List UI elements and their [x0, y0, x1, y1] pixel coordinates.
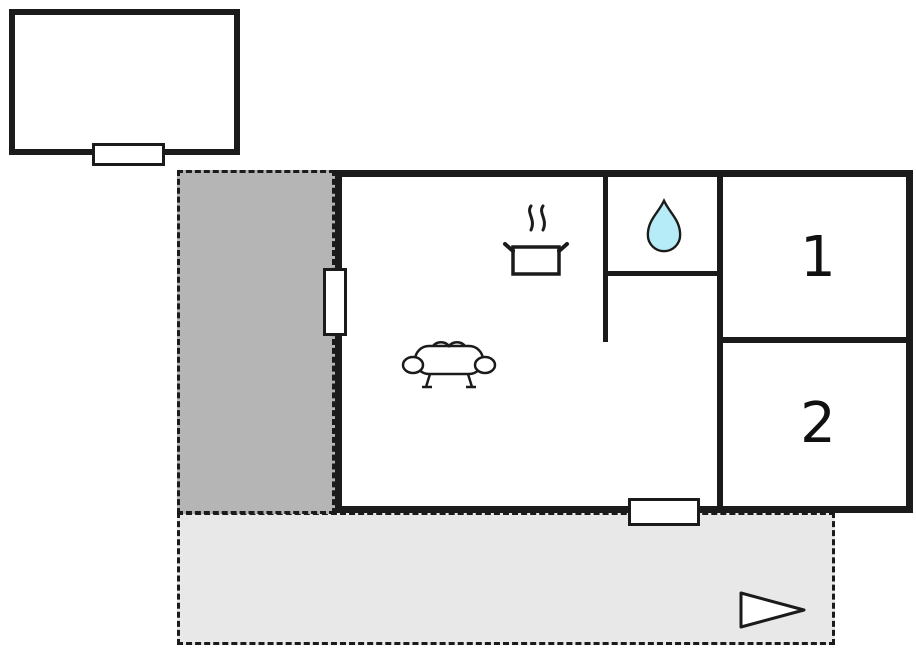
room2-label: 2 [800, 391, 836, 456]
interior-wall-rooms-vertical [717, 170, 723, 513]
door-icon [628, 498, 700, 526]
terrace-area [177, 512, 835, 645]
direction-arrow-icon [737, 589, 809, 631]
annex-building [9, 9, 240, 155]
interior-wall-rooms-horizontal [723, 337, 906, 343]
interior-wall-bathroom-horizontal [608, 271, 717, 276]
annex-window-icon [92, 143, 165, 166]
stove-icon [498, 200, 574, 282]
patio-area [177, 170, 335, 514]
water-drop-icon [645, 197, 683, 254]
sofa-icon [400, 337, 498, 393]
room1-label: 1 [800, 225, 836, 290]
water-drop-shape [646, 197, 682, 253]
interior-wall-bathroom-vertical [603, 170, 608, 342]
window-icon [323, 268, 347, 336]
